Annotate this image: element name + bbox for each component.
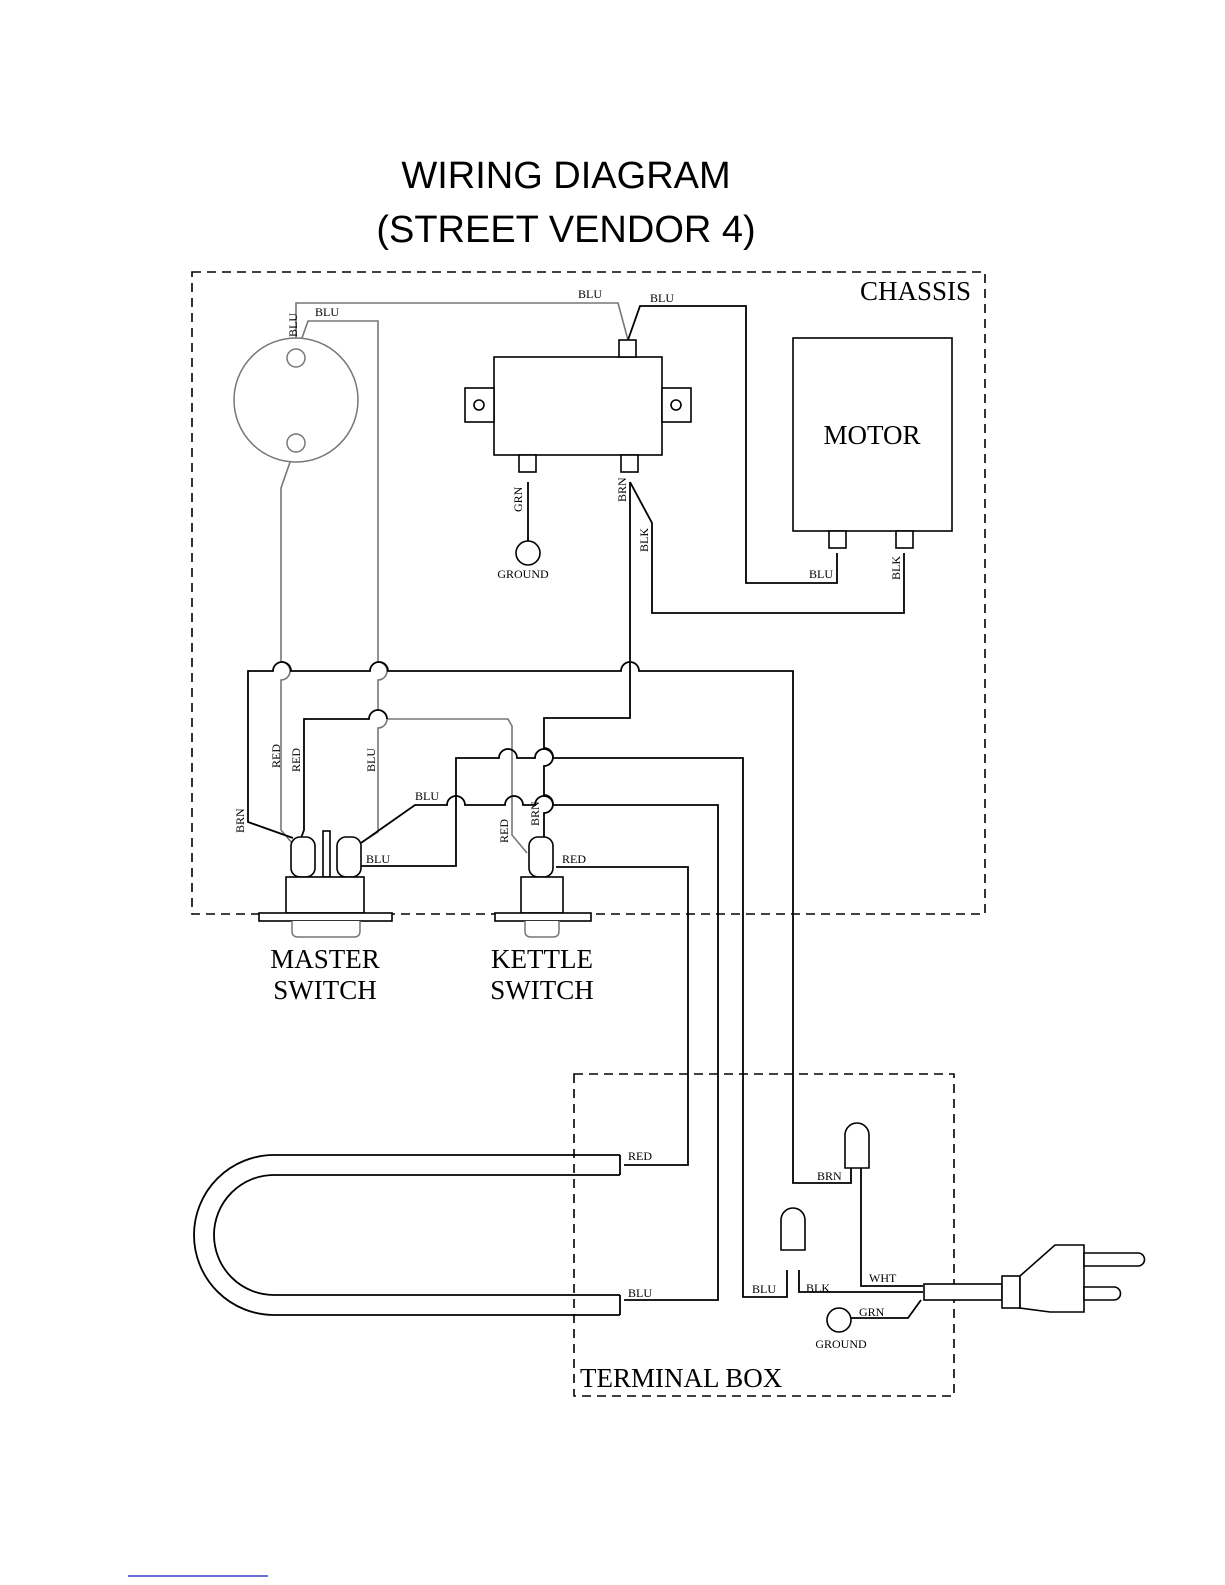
motor: MOTOR (793, 338, 952, 548)
ground-label-top: GROUND (497, 567, 549, 581)
label-brn-tb: BRN (817, 1169, 842, 1183)
label-blk-jbox: BLK (637, 528, 651, 552)
wire-red-master (297, 710, 387, 849)
label-blu-master-v: BLU (364, 748, 378, 772)
heating-element (194, 1155, 620, 1315)
thermostat-terminal-top (287, 349, 305, 367)
wire-nut-left (781, 1208, 805, 1250)
label-blu-heater: BLU (628, 1286, 652, 1300)
wire-blu-master-out (355, 749, 787, 1297)
plug-cord (924, 1284, 1002, 1300)
label-blu-motor: BLU (809, 567, 833, 581)
title-line-2: (STREET VENDOR 4) (376, 209, 755, 251)
junction-box-terminal-top (619, 340, 636, 357)
label-red-a: RED (269, 744, 283, 768)
junction-box-hole-right (671, 400, 681, 410)
thermostat (234, 338, 358, 462)
diagram-title: WIRING DIAGRAM (STREET VENDOR 4) (376, 155, 755, 251)
label-brn-jbox: BRN (615, 477, 629, 502)
chassis-label: CHASSIS (860, 276, 971, 306)
heating-element-outer (194, 1155, 620, 1315)
ground-label-bottom: GROUND (815, 1337, 867, 1351)
ground-symbol-bottom (827, 1308, 851, 1332)
label-blu-light-v: BLU (286, 313, 300, 337)
wire-red-kettle-heater (556, 867, 688, 1165)
wire-red-thermostat-master (281, 445, 297, 849)
kettle-switch-base (525, 921, 559, 937)
plug-strain-relief (1002, 1276, 1020, 1308)
wire-wht-plug (861, 1168, 923, 1286)
master-switch-label-1: MASTER (270, 944, 380, 974)
label-wht-tb: WHT (869, 1271, 897, 1285)
kettle-switch-flange (495, 913, 591, 921)
master-switch-toggle (323, 831, 330, 877)
title-line-1: WIRING DIAGRAM (401, 155, 730, 197)
label-blu-master-diag: BLU (415, 789, 439, 803)
motor-terminal-blk (896, 531, 913, 548)
thermostat-terminal-bottom (287, 434, 305, 452)
master-switch-body (286, 877, 364, 913)
kettle-switch-body (521, 877, 563, 913)
label-brn-kettle-v: BRN (528, 801, 542, 826)
terminal-box-boundary (574, 1074, 954, 1396)
master-switch-base (292, 921, 360, 937)
junction-box-body (494, 357, 662, 455)
plug-prong-bottom (1084, 1287, 1121, 1300)
ground-symbol-top (516, 541, 540, 565)
label-red-kettle-v: RED (497, 819, 511, 843)
label-blu-light-h: BLU (315, 305, 339, 319)
terminal-box-label: TERMINAL BOX (580, 1363, 783, 1393)
label-blk-motor: BLK (889, 556, 903, 580)
master-switch-flange (259, 913, 392, 921)
plug-prong-top (1084, 1253, 1145, 1266)
master-switch-terminal-left (291, 837, 315, 877)
junction-box (465, 340, 691, 472)
master-switch-terminal-right (337, 837, 361, 877)
heating-element-inner (214, 1175, 620, 1295)
label-grn-tb: GRN (859, 1305, 885, 1319)
label-grn-jbox: GRN (511, 486, 525, 512)
label-blu-top-center: BLU (578, 287, 602, 301)
kettle-switch-label-2: SWITCH (490, 975, 594, 1005)
label-blu-tb: BLU (752, 1282, 776, 1296)
wire-blu-top (296, 303, 628, 355)
plug-body (1020, 1245, 1084, 1312)
motor-label: MOTOR (823, 420, 920, 450)
kettle-switch-label-1: KETTLE (491, 944, 593, 974)
label-red-kettle-out: RED (562, 852, 586, 866)
power-plug (924, 1245, 1145, 1312)
wire-brn-jbox-kettle (544, 482, 630, 847)
wire-nut-right (845, 1123, 869, 1168)
label-brn-master: BRN (233, 808, 247, 833)
junction-box-terminal-brn (621, 455, 638, 472)
junction-box-terminal-grn (519, 455, 536, 472)
junction-box-hole-left (474, 400, 484, 410)
motor-terminal-blu (829, 531, 846, 548)
wire-nut-left-body (781, 1208, 805, 1250)
label-blu-master-out: BLU (366, 852, 390, 866)
label-blu-top-right: BLU (650, 291, 674, 305)
label-red-b: RED (289, 748, 303, 772)
master-switch-label-2: SWITCH (273, 975, 377, 1005)
label-blk-tb: BLK (806, 1281, 830, 1295)
kettle-switch-terminal (529, 837, 553, 877)
wire-nut-right-body (845, 1123, 869, 1168)
label-red-heater: RED (628, 1149, 652, 1163)
